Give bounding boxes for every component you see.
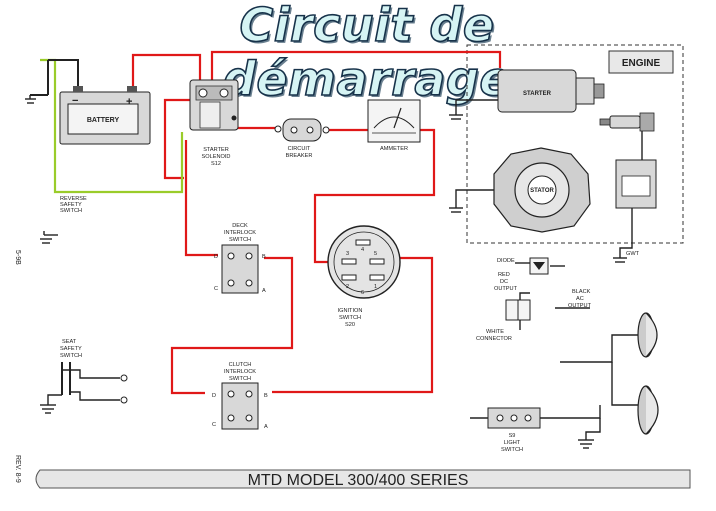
reverse-label-1: REVERSE	[60, 196, 87, 202]
battery-label: BATTERY	[87, 117, 120, 124]
breaker-label-1: CIRCUIT	[288, 146, 311, 152]
black-ac-label-3: OUTPUT	[568, 303, 592, 309]
clutch-label-2: INTERLOCK	[224, 369, 256, 375]
deck-interlock-switch: D B C A DECK INTERLOCK SWITCH	[214, 223, 266, 294]
clutch-pin-d: D	[212, 393, 216, 399]
side-code: 5-9B	[14, 250, 21, 265]
footer-bar: MTD MODEL 300/400 SERIES	[35, 469, 691, 489]
engine-boundary	[466, 44, 684, 244]
spark-plug: GWT	[599, 112, 657, 257]
red-dc-label-3: OUTPUT	[494, 286, 518, 292]
ignition-pin-3: 3	[346, 251, 349, 257]
solenoid-label-1: STARTER	[203, 147, 229, 153]
deck-label-3: SWITCH	[229, 237, 251, 243]
light-switch-label-2: LIGHT	[504, 440, 521, 446]
engine-label-box	[608, 50, 674, 74]
ignition-pin-6: 6	[361, 290, 364, 296]
deck-label-1: DECK	[232, 223, 248, 229]
reverse-label-2: SAFETY	[60, 202, 82, 208]
white-connector-label-2: CONNECTOR	[476, 336, 512, 342]
light-switch-label-3: SWITCH	[501, 447, 523, 453]
ignition-label-2: SWITCH	[339, 315, 361, 321]
red-dc-label-2: DC	[500, 279, 508, 285]
deck-pin-a: A	[262, 288, 266, 294]
clutch-label-3: SWITCH	[229, 376, 251, 382]
light-switch-label-1: S9	[509, 433, 516, 439]
starter-label: STARTER	[523, 91, 552, 97]
ignition-label-3: S20	[345, 322, 355, 328]
reverse-label-3: SWITCH	[60, 208, 82, 214]
battery-neg-label: −	[72, 95, 78, 107]
seat-label-1: SEAT	[62, 339, 77, 345]
clutch-pin-c: C	[212, 422, 216, 428]
seat-label-3: SWITCH	[60, 353, 82, 359]
diagram-title: Circuit de démarrage	[222, 0, 512, 107]
ammeter: AMMETER	[367, 99, 421, 152]
clutch-pin-b: B	[264, 393, 268, 399]
red-dc-label-1: RED	[498, 272, 510, 278]
clutch-interlock-switch: D B C A CLUTCH INTERLOCK SWITCH	[212, 362, 268, 430]
black-ac-label-1: BLACK	[572, 289, 591, 295]
ignition-pin-4: 4	[361, 247, 364, 253]
light-switch: S9 LIGHT SWITCH	[487, 407, 541, 453]
black-ac-label-2: AC	[576, 296, 584, 302]
starter-solenoid: STARTER SOLENOID S12	[189, 79, 239, 167]
ignition-pin-5: 5	[374, 251, 377, 257]
deck-pin-c: C	[214, 286, 218, 292]
engine-label: ENGINE	[622, 58, 661, 69]
seat-label-2: SAFETY	[60, 346, 82, 352]
revision-code: REV. 8-9	[14, 455, 21, 483]
headlight-lower	[637, 385, 659, 435]
footer-title: MTD MODEL 300/400 SERIES	[248, 472, 469, 489]
diode-output-group: DIODE RED DC OUTPUT BLACK AC OUTPUT WHIT…	[476, 257, 592, 342]
white-connector-label-1: WHITE	[486, 329, 504, 335]
red-wires	[131, 50, 502, 395]
ignition-switch: 3 5 2 1 4 6 IGNITION SWITCH S20	[327, 225, 401, 328]
diode-label: DIODE	[497, 258, 515, 264]
clutch-pin-a: A	[264, 424, 268, 430]
deck-pin-d: D	[214, 254, 218, 260]
stator: STATOR	[493, 147, 591, 233]
seat-safety-switch: SEAT SAFETY SWITCH	[60, 339, 128, 404]
solenoid-label-3: S12	[211, 161, 221, 167]
deck-pin-b: B	[262, 254, 266, 260]
ignition-pin-2: 2	[346, 284, 349, 290]
gwt-label: GWT	[626, 251, 640, 257]
starter-motor: STARTER	[497, 69, 605, 113]
ignition-label-1: IGNITION	[338, 308, 363, 314]
solenoid-label-2: SOLENOID	[202, 154, 231, 160]
ammeter-label: AMMETER	[380, 146, 408, 152]
circuit-breaker: CIRCUIT BREAKER	[274, 118, 330, 159]
battery-pos-label: +	[126, 96, 132, 108]
headlight-upper	[637, 312, 658, 358]
deck-label-2: INTERLOCK	[224, 230, 256, 236]
ignition-pin-1: 1	[374, 284, 377, 290]
clutch-label-1: CLUTCH	[229, 362, 252, 368]
stator-label: STATOR	[530, 188, 554, 194]
battery: BATTERY − +	[59, 86, 151, 145]
breaker-label-2: BREAKER	[286, 153, 313, 159]
